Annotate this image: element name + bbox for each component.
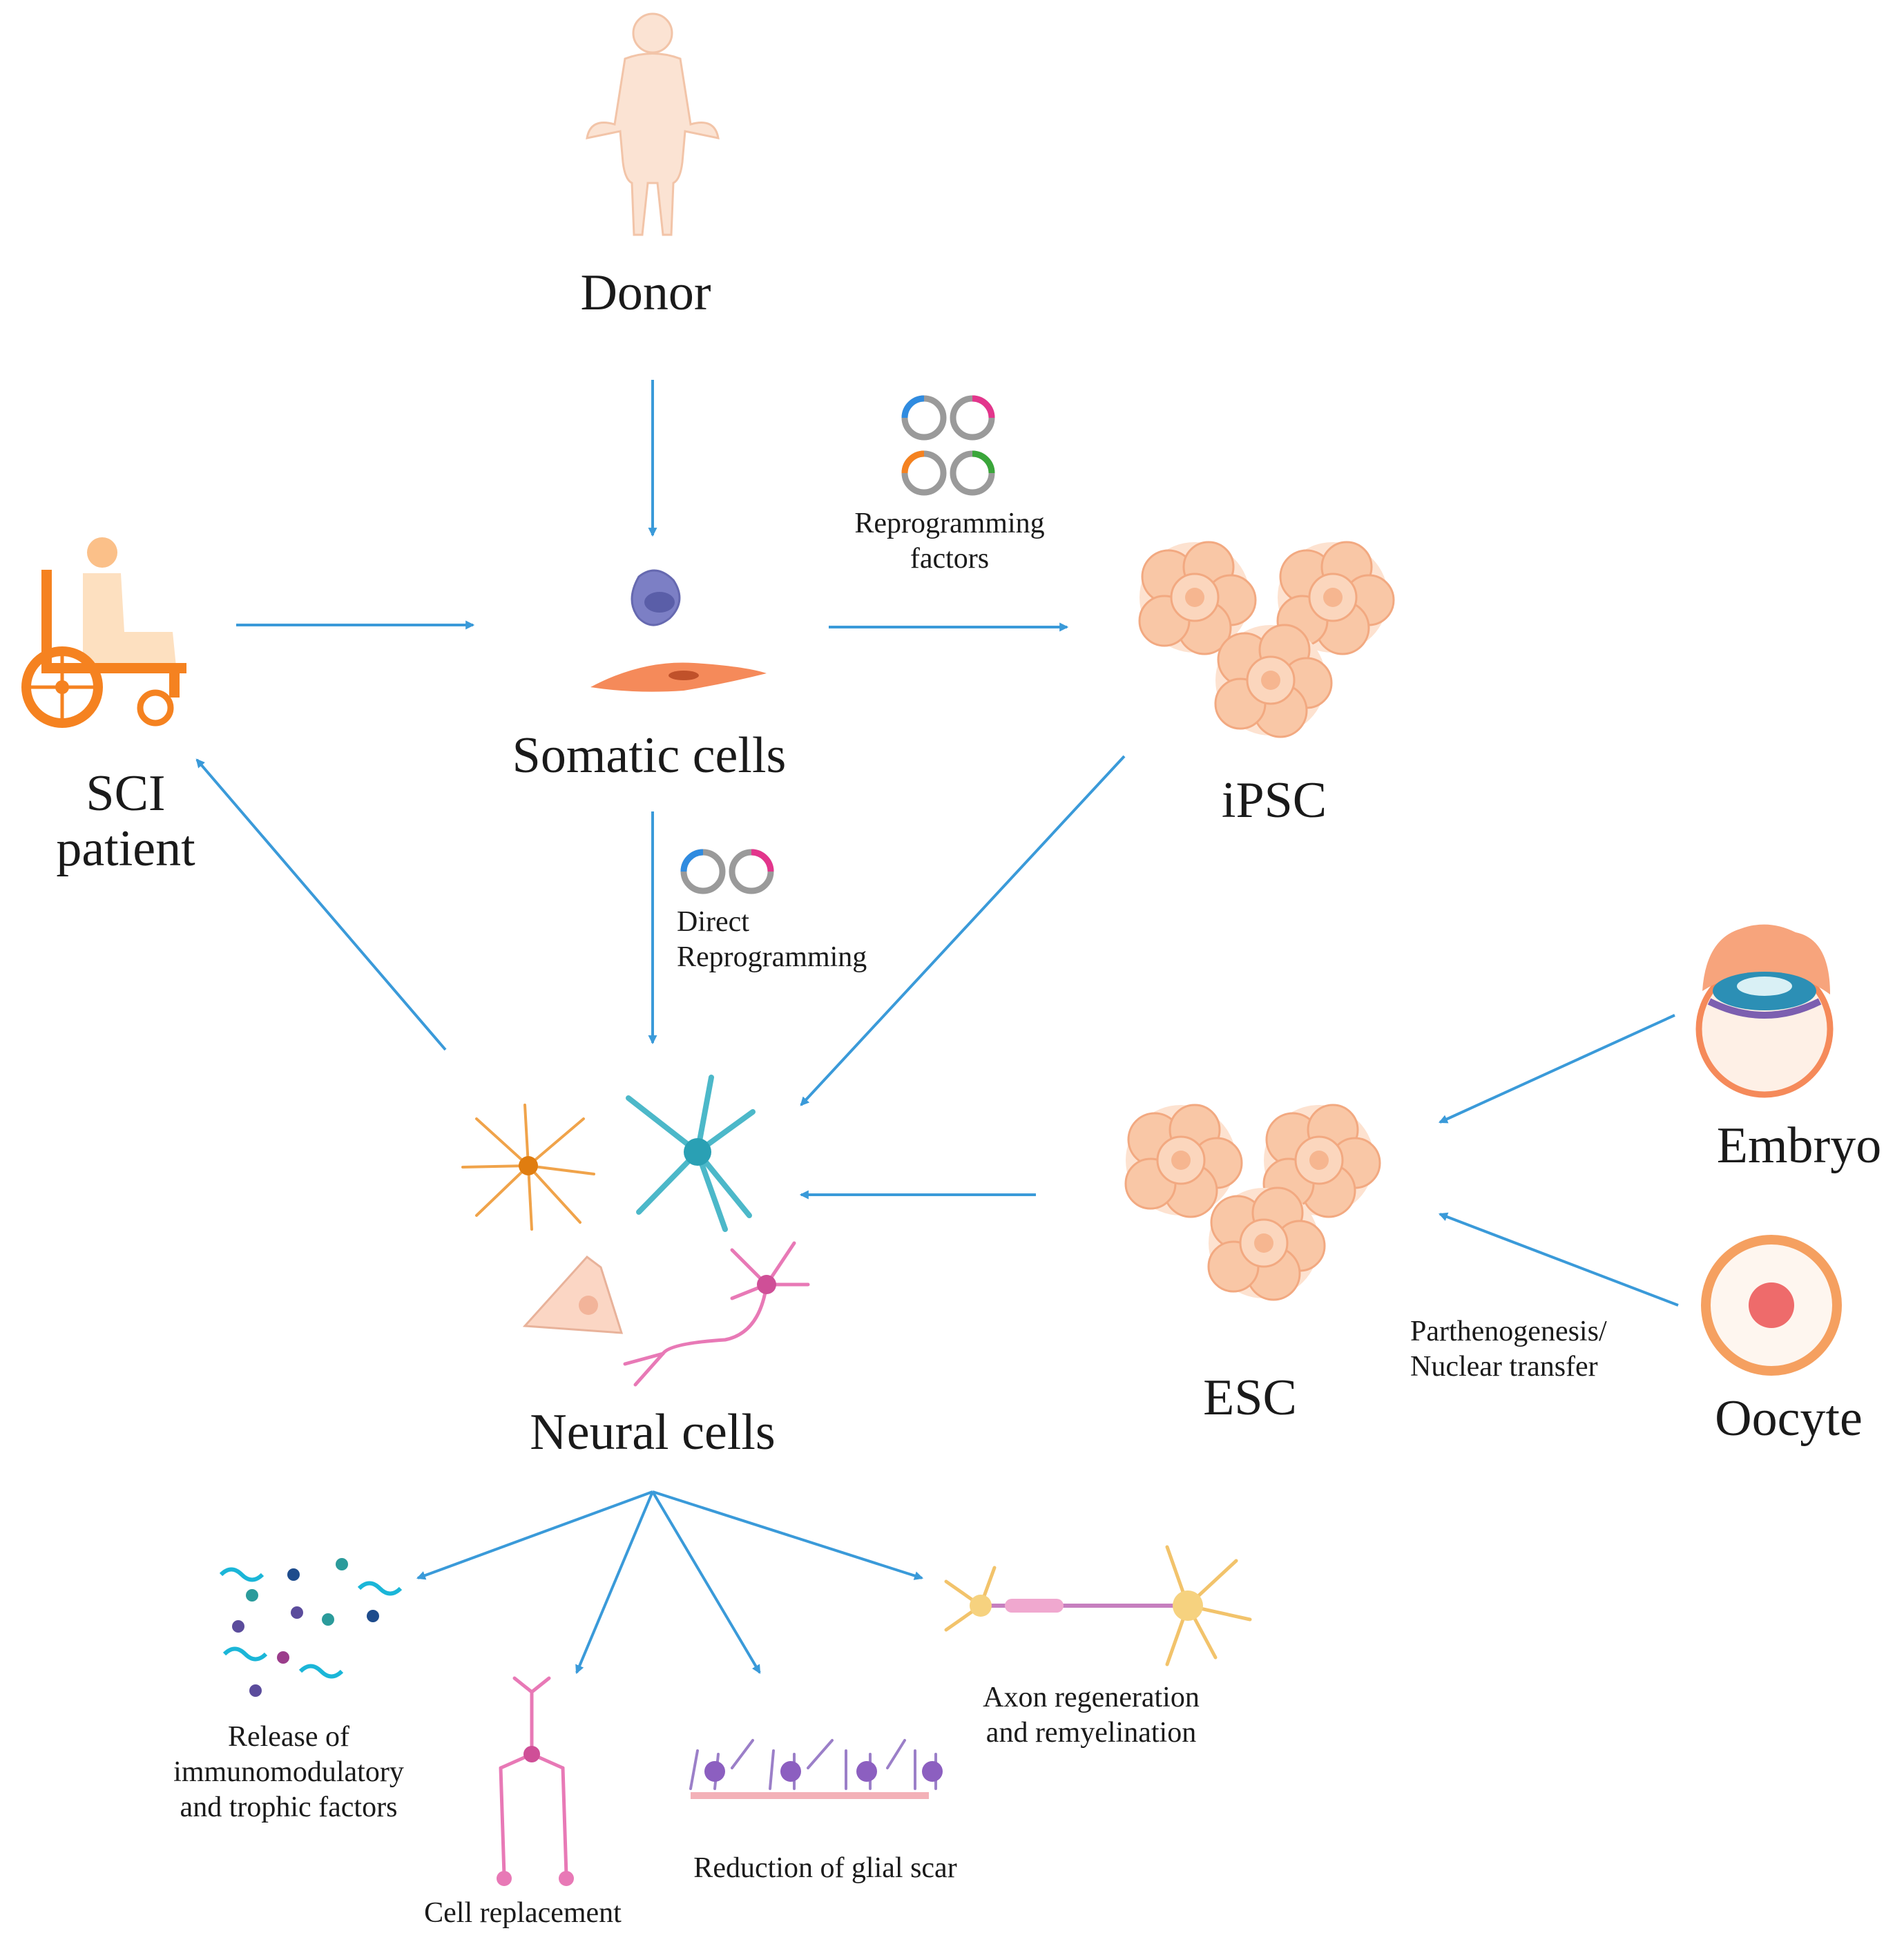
- arrow-neural-to-release: [416, 1490, 653, 1580]
- direct-reprogramming-label: Direct Reprogramming: [677, 905, 867, 975]
- release-line2: immunomodulatory: [173, 1756, 404, 1789]
- release-factors-label: Release of immunomodulatory and trophic …: [173, 1720, 404, 1826]
- parthenogenesis-line1: Parthenogenesis/: [1410, 1316, 1607, 1347]
- neuron-icon: [626, 1075, 756, 1232]
- glial-scar-label: Reduction of glial scar: [693, 1852, 957, 1884]
- donor-label: Donor: [580, 265, 711, 321]
- oocyte-label: Oocyte: [1715, 1390, 1863, 1447]
- oocyte-icon: [1701, 1235, 1842, 1376]
- neuron-icon: [497, 1676, 574, 1886]
- ipsc-label: iPSC: [1221, 772, 1327, 829]
- molecules-icon: [219, 1558, 403, 1697]
- arrow-neural-to-sci: [195, 758, 447, 1051]
- stem-cell-cluster-icon: [1124, 1104, 1381, 1301]
- sci-patient-label: SCI patient: [56, 765, 195, 877]
- arrow-neural-to-replacement: [575, 1491, 654, 1674]
- plasmid-icon: [905, 398, 992, 492]
- arrows: [195, 380, 1679, 1674]
- axon-line2: and remyelination: [985, 1717, 1197, 1749]
- embryo-label: Embryo: [1716, 1117, 1882, 1174]
- axon-line1: Axon regeneration: [983, 1682, 1200, 1713]
- axon-icon: [970, 1590, 1203, 1621]
- embryo-icon: [1695, 924, 1834, 1098]
- cell-replacement-label: Cell replacement: [424, 1897, 622, 1929]
- release-line3: and trophic factors: [180, 1791, 398, 1824]
- somatic-cells-label: Somatic cells: [512, 727, 787, 784]
- sci-label-line2: patient: [56, 820, 195, 877]
- neural-cells-label: Neural cells: [530, 1404, 776, 1461]
- arrow-neural-to-glial: [651, 1490, 761, 1674]
- axon-regeneration-label: Axon regeneration and remyelination: [983, 1680, 1200, 1751]
- wheelchair-icon: [21, 537, 186, 728]
- parthenogenesis-label: Parthenogenesis/ Nuclear transfer: [1410, 1314, 1607, 1385]
- reprogramming-line2: factors: [910, 543, 990, 575]
- neuron-icon: [522, 1241, 810, 1387]
- plasmid-icon: [684, 852, 771, 891]
- arrow-oocyte-to-esc: [1438, 1212, 1679, 1307]
- sci-label-line1: SCI: [86, 765, 166, 822]
- release-line1: Release of: [227, 1721, 350, 1753]
- parthenogenesis-line2: Nuclear transfer: [1410, 1351, 1598, 1383]
- stem-cell-cluster-icon: [1138, 541, 1395, 738]
- human-figure-icon: [586, 12, 720, 236]
- esc-label: ESC: [1203, 1369, 1297, 1426]
- reprogramming-line1: Reprogramming: [854, 508, 1045, 539]
- arrow-neural-to-axon: [652, 1490, 924, 1580]
- astrocyte-icon: [461, 1104, 595, 1231]
- arrow-ipsc-to-neural: [800, 755, 1126, 1106]
- somatic-cell-icon: [590, 569, 767, 692]
- glial-scar-icon: [689, 1739, 943, 1799]
- reprogramming-factors-label: Reprogramming factors: [854, 506, 1044, 577]
- arrow-embryo-to-esc: [1439, 1014, 1675, 1124]
- direct-line2: Reprogramming: [677, 941, 867, 974]
- direct-line1: Direct: [677, 906, 749, 938]
